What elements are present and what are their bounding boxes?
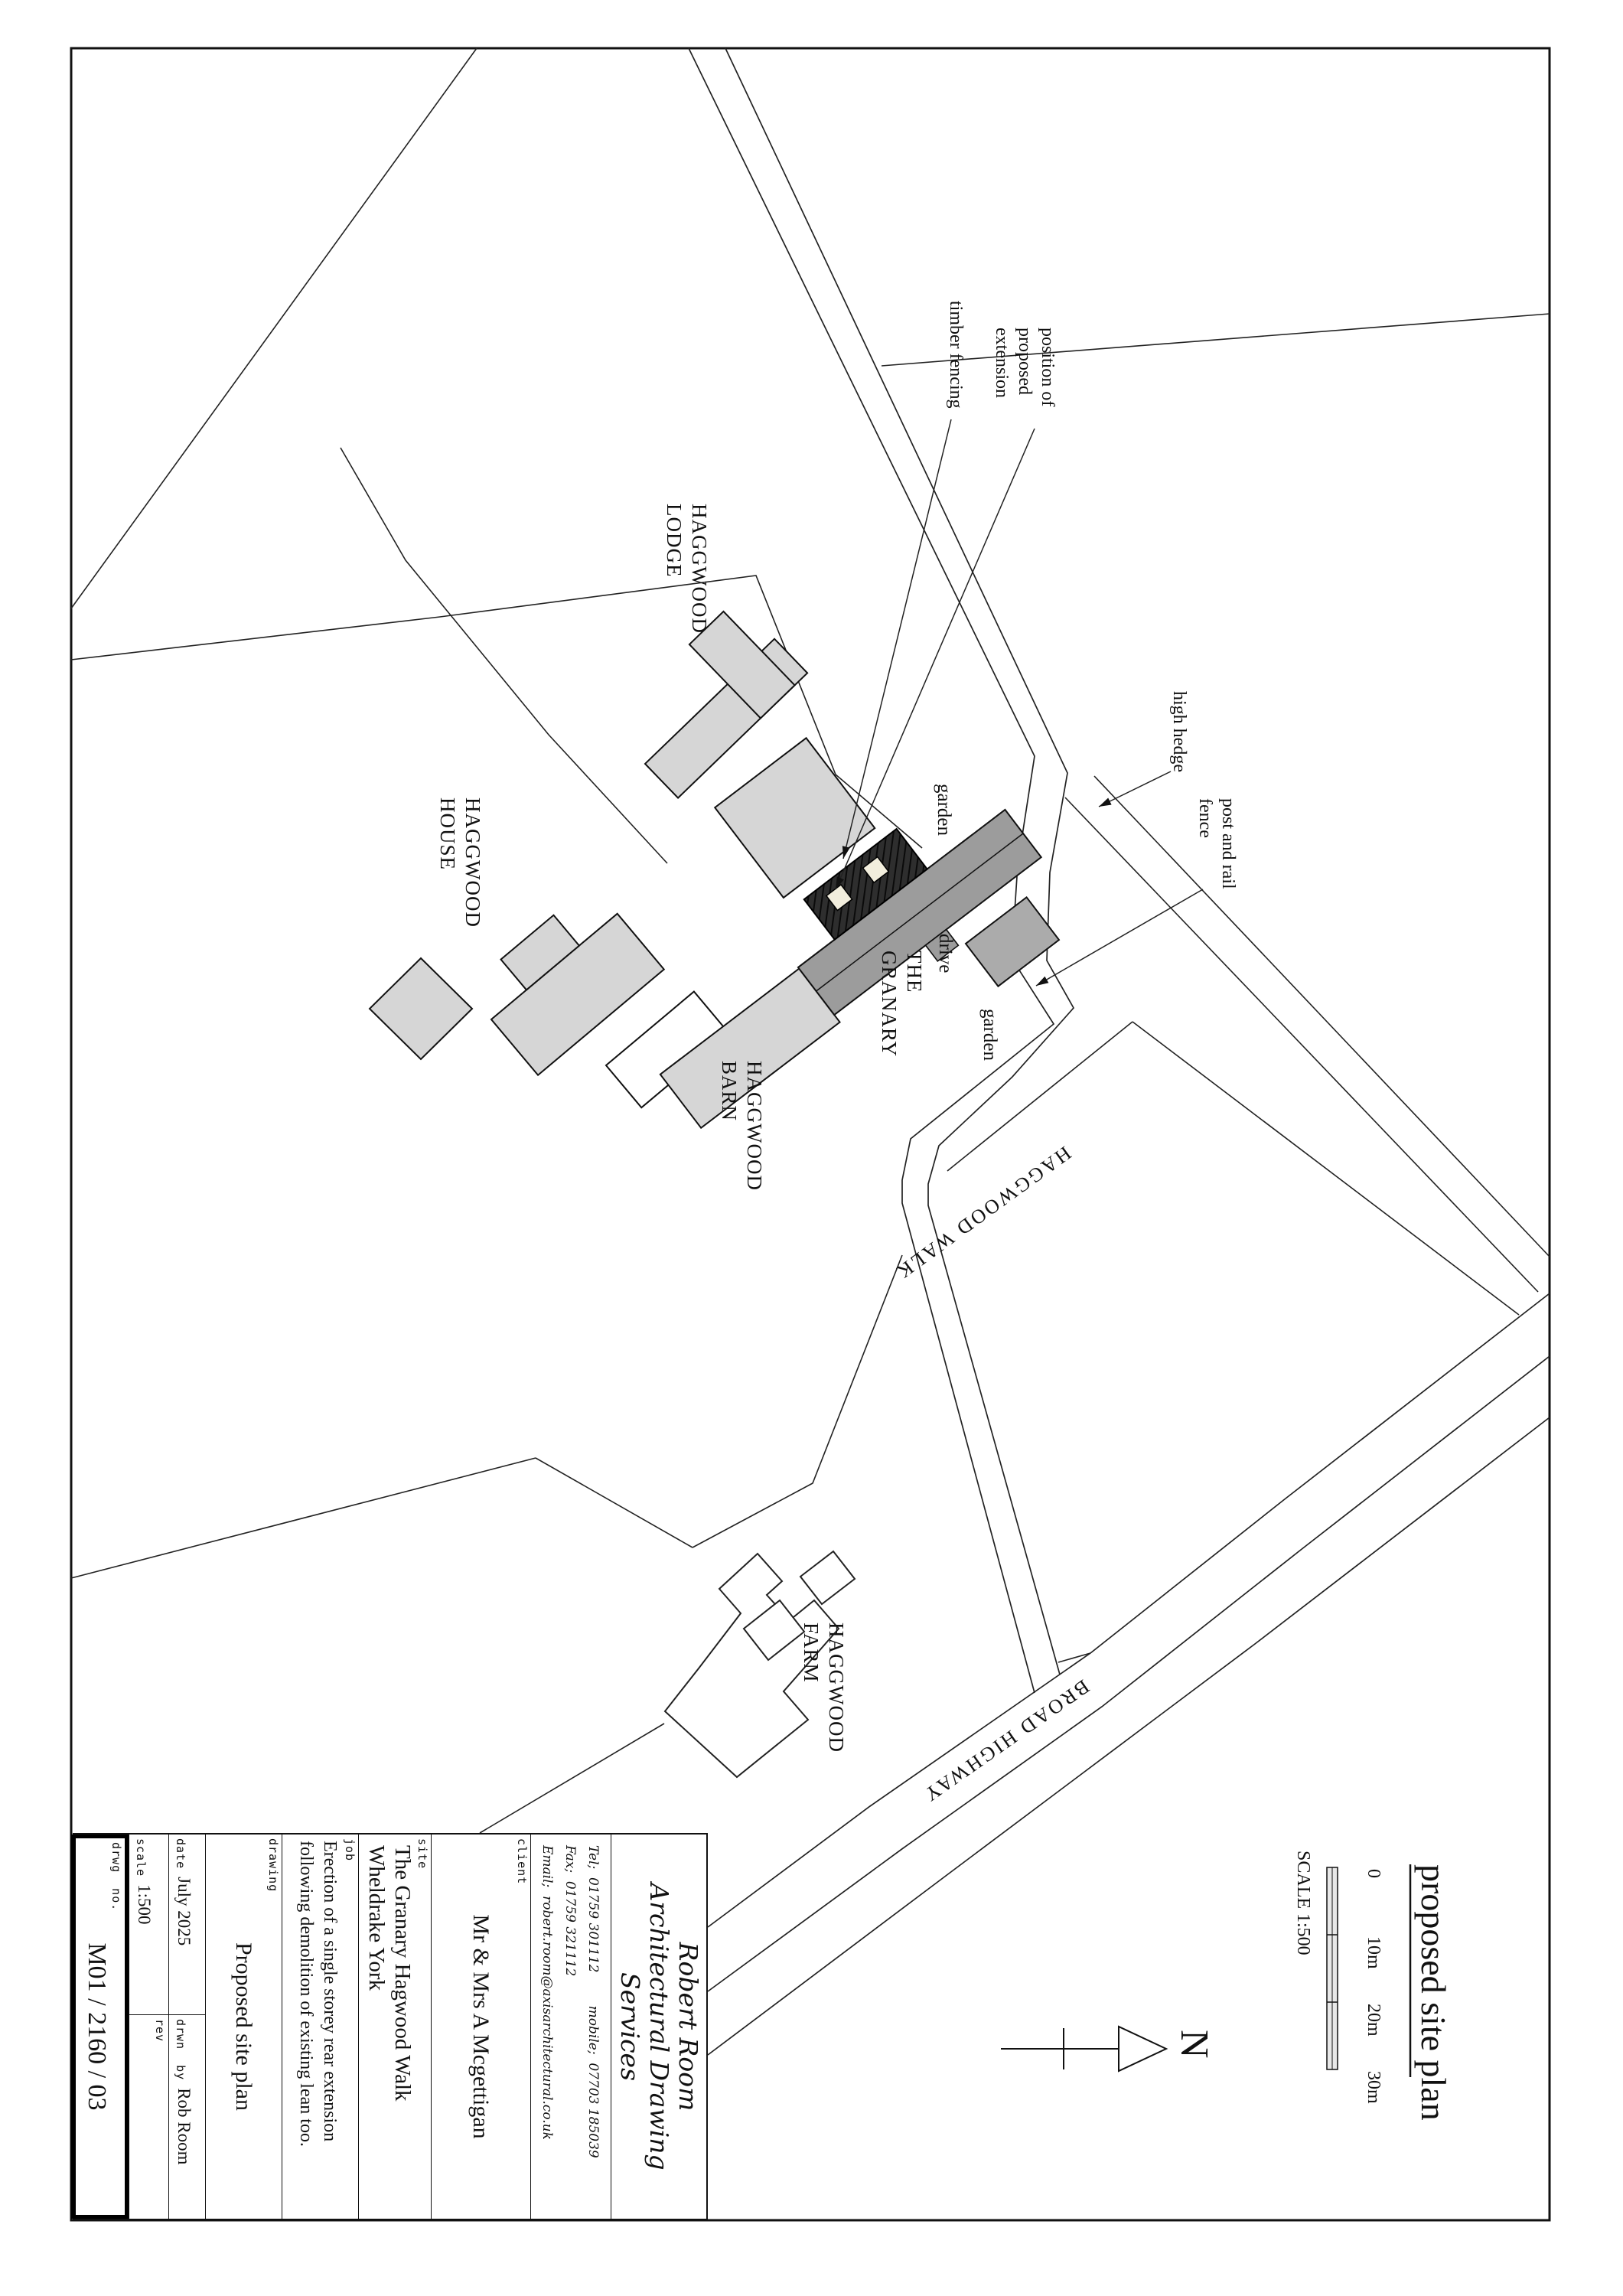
building-haggwood-house: [368, 912, 731, 1109]
north-arrowhead-icon: [1118, 2025, 1168, 2073]
company-name-line1: Robert Room: [673, 1942, 703, 2112]
label-the-granary-line2: GRANARY: [878, 951, 901, 1057]
date-label: date: [174, 1838, 187, 1870]
label-scale-note: SCALE 1:500: [1293, 1851, 1313, 1955]
label-garden-north: garden: [934, 784, 954, 837]
label-position-of-proposed-extension-line3: extension: [992, 328, 1012, 398]
date-drwn-row: date July 2025 drwn by Rob Room: [168, 1835, 205, 2219]
drawing-label: drawing: [266, 1838, 280, 1893]
label-post-and-rail-fence-line1: post and rail: [1218, 798, 1238, 889]
job-label: job: [343, 1838, 357, 1862]
building-north-range: [713, 736, 876, 899]
field-boundaries: [70, 47, 1550, 1834]
high-hedge-line: [1064, 797, 1539, 1293]
label-garden-south: garden: [979, 1009, 1000, 1062]
site-line1: The Granary Hagwood Walk: [390, 1845, 415, 2102]
label-post-and-rail-fence-line2: fence: [1195, 798, 1215, 838]
leader-lines: [835, 419, 1204, 987]
client-row: client Mr & Mrs A Mcgettigan: [431, 1835, 530, 2219]
granary-porch: [924, 928, 960, 962]
date-value: July 2025: [174, 1877, 194, 1946]
label-haggwood-lodge-line2: LODGE: [663, 504, 686, 577]
drwg-no-label: drwg no.: [109, 1842, 123, 1912]
label-scale-30m: 30m: [1364, 2071, 1383, 2104]
proposed-extension: [803, 827, 929, 941]
label-drive: drive: [935, 934, 956, 973]
label-broad-highway: BROAD HIGHWAY: [919, 1675, 1093, 1807]
leader-arrowheads: [836, 797, 1112, 986]
client-value: Mr & Mrs A Mcgettigan: [468, 1914, 494, 2139]
leader-timber-fencing: [842, 419, 952, 859]
job-line1: Erection of a single storey rear extensi…: [320, 1841, 340, 2142]
title-block: Robert Room Architectural Drawing Servic…: [71, 1833, 708, 2220]
contact-fax: Fax; 01759 321112: [562, 1845, 578, 1977]
sheet-border: [70, 47, 1551, 2222]
site-label: site: [416, 1838, 429, 1870]
scale-label: scale: [134, 1838, 148, 1877]
label-high-hedge: high hedge: [1169, 691, 1189, 772]
label-position-of-proposed-extension-line2: proposed: [1015, 328, 1035, 395]
north-arrow: [1001, 2025, 1168, 2073]
scale-rev-row: scale 1:500 rev: [129, 1835, 168, 2219]
scale-bar: [1326, 1867, 1338, 2070]
scale-cell: scale 1:500: [129, 1835, 168, 2015]
drwg-no-value: M01 / 2160 / 03: [83, 1942, 111, 2111]
scale-value: 1:500: [135, 1884, 154, 1925]
drwn-by-value: Rob Room: [174, 2088, 194, 2165]
label-haggwood-barn-line2: BARN: [718, 1061, 741, 1121]
label-scale-20m: 20m: [1364, 2004, 1383, 2037]
drwn-by-cell: drwn by Rob Room: [169, 2015, 205, 2219]
company-name-line2: Architectural Drawing: [644, 1883, 674, 2170]
rev-label: rev: [153, 2018, 167, 2043]
label-haggwood-lodge-line1: HAGGWOOD: [688, 504, 711, 634]
label-haggwood-walk: HAGGWOOD WALK: [891, 1142, 1075, 1284]
rev-cell: rev: [129, 2015, 168, 2219]
label-scale-0: 0: [1364, 1869, 1383, 1878]
drawing-row: drawing Proposed site plan: [205, 1835, 282, 2219]
drwg-no-row: drwg no. M01 / 2160 / 03: [71, 1835, 129, 2219]
company-name-line3: Services: [615, 1971, 645, 2082]
label-haggwood-house-line1: HAGGWOOD: [461, 797, 484, 928]
label-north-letter: N: [1172, 2030, 1216, 2059]
rooflight-1: [825, 883, 853, 912]
job-line2: following demolition of existing lean to…: [296, 1841, 316, 2147]
label-timber-fencing: timber fencing: [946, 301, 966, 409]
label-haggwood-farm-line1: HAGGWOOD: [825, 1623, 848, 1753]
label-haggwood-barn-line1: HAGGWOOD: [743, 1061, 766, 1191]
leader-position-extension: [835, 428, 1035, 890]
hedge-lines: [1064, 775, 1550, 1293]
job-row: job Erection of a single storey rear ext…: [282, 1835, 358, 2219]
building-haggwood-farm: [663, 1550, 856, 1779]
label-haggwood-farm-line2: FARM: [800, 1623, 823, 1683]
contact-email: Email; robert.room@axisarchitectural.co.…: [539, 1845, 555, 2140]
client-label: client: [515, 1838, 529, 1885]
date-cell: date July 2025: [169, 1835, 205, 2015]
drawing-value: Proposed site plan: [231, 1942, 257, 2111]
road-broad-highway: [707, 1293, 1550, 2056]
leader-high-hedge: [1098, 771, 1172, 807]
contact-tel: Tel; 01759 301112 mobile; 07703 185039: [585, 1845, 601, 2158]
building-garage: [964, 895, 1061, 988]
drwn-by-label: drwn by: [174, 2018, 187, 2081]
post-and-rail-fence-line: [1093, 775, 1550, 1257]
company-header: Robert Room Architectural Drawing Servic…: [611, 1835, 706, 2219]
label-scale-10m: 10m: [1364, 1936, 1383, 1969]
building-granary-group: [659, 736, 1043, 1130]
contact-row: Tel; 01759 301112 mobile; 07703 185039 F…: [530, 1835, 611, 2219]
building-haggwood-lodge: [644, 610, 809, 800]
label-proposed-site-plan-title: proposed site plan: [1414, 1864, 1453, 2121]
label-haggwood-house-line2: HOUSE: [436, 797, 459, 870]
road-haggwood-walk: [688, 47, 1075, 1694]
rooflight-2: [862, 856, 890, 884]
label-the-granary-line1: THE: [903, 951, 926, 993]
site-line2: Wheldrake York: [364, 1845, 389, 1991]
site-row: site The Granary Hagwood Walk Wheldrake …: [358, 1835, 431, 2219]
leader-post-rail-fence: [1035, 889, 1204, 987]
label-position-of-proposed-extension-line1: position of: [1038, 328, 1058, 406]
granary-ridge-line: [816, 833, 1024, 992]
